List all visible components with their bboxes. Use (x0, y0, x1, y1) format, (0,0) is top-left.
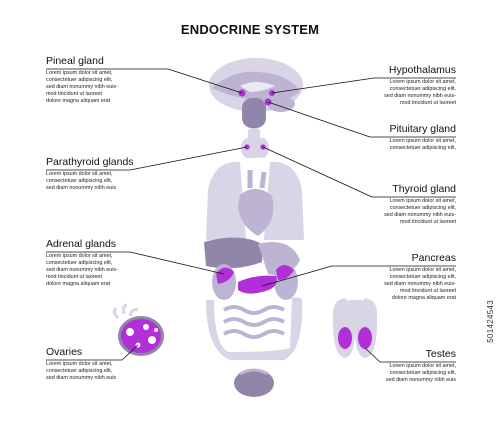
pineal-gland-title: Pineal gland (46, 55, 104, 67)
bladder (234, 369, 274, 397)
desc-line: Lorem ipsum dolor sit amet, (46, 253, 113, 259)
desc-line: mod tincidunt ut laoreet (46, 274, 103, 280)
hypothalamus-title: Hypothalamus (388, 64, 456, 76)
desc-line: consectetuer adipiscing elit, (389, 274, 456, 280)
desc-line: Lorem ipsum dolor sit amet, (389, 79, 456, 85)
thyroid-gland-title: Thyroid gland (392, 183, 456, 195)
adrenal-left-shape (216, 267, 234, 284)
label-parathyroid-glands: Parathyroid glands Lorem ipsum dolor sit… (46, 156, 166, 192)
label-hypothalamus: Hypothalamus Lorem ipsum dolor sit amet,… (336, 64, 456, 107)
desc-line: Lorem ipsum dolor sit amet, (389, 267, 456, 273)
pancreas-shape (238, 275, 277, 294)
label-thyroid-gland: Thyroid gland Lorem ipsum dolor sit amet… (336, 183, 456, 226)
parathyroid-glands-desc: Lorem ipsum dolor sit amet, consectetuer… (46, 171, 166, 192)
desc-line: sed diam nonummy nibh euis- (384, 212, 456, 218)
desc-line: mod tincidunt ut laoreet (46, 91, 103, 97)
desc-line: consectetuer adipiscing elit, (46, 368, 113, 374)
label-pineal-gland: Pineal gland Lorem ipsum dolor sit amet,… (46, 55, 166, 105)
desc-line: Lorem ipsum dolor sit amet, (389, 198, 456, 204)
adrenal-glands-title: Adrenal glands (46, 238, 117, 250)
desc-line: sed diam nonummy nibh euis (46, 375, 117, 381)
pituitary-gland-title: Pituitary gland (389, 123, 456, 135)
hypothalamus-desc: Lorem ipsum dolor sit amet, consectetuer… (336, 79, 456, 107)
stock-id-watermark: 501424543 (486, 300, 495, 343)
left-lung (206, 161, 246, 240)
desc-line: consectetuer adipiscing elit, (389, 370, 456, 376)
ovaries-title: Ovaries (46, 346, 83, 358)
desc-line: Lorem ipsum dolor sit amet, (46, 361, 113, 367)
label-adrenal-glands: Adrenal glands Lorem ipsum dolor sit ame… (46, 238, 166, 288)
page-title: ENDOCRINE SYSTEM (180, 22, 320, 37)
thyroid-shape (241, 138, 269, 158)
desc-line: sed diam nonummy nibh euis (46, 185, 117, 191)
pancreas-title: Pancreas (411, 252, 456, 264)
desc-line: sed diam nonummy nibh euis- (384, 93, 456, 99)
desc-line: consectetuer adipiscing elit, (389, 205, 456, 211)
testes-desc: Lorem ipsum dolor sit amet, consectetuer… (336, 363, 456, 384)
desc-line: Lorem ipsum dolor sit amet, (389, 363, 456, 369)
desc-line: consectetuer adipiscing elit, (389, 86, 456, 92)
desc-line: Lorem ipsum dolor sit amet, (46, 171, 113, 177)
liver (204, 237, 262, 269)
heart (238, 188, 274, 236)
label-pituitary-gland: Pituitary gland Lorem ipsum dolor sit am… (336, 123, 456, 152)
desc-line: sed diam nonummy nibh euis (385, 377, 456, 383)
desc-line: mod tincidunt ut laoreet (399, 100, 456, 106)
leader-lines (46, 68, 456, 363)
brain (209, 58, 303, 128)
desc-line: mod tincidunt ut laoreet (399, 219, 456, 225)
desc-line: sed diam nonummy nibh euis- (46, 267, 118, 273)
right-lung (264, 161, 304, 240)
testes-title: Testes (425, 348, 456, 360)
desc-line: consectetuer adipiscing elit, (389, 145, 456, 151)
pineal-gland-desc: Lorem ipsum dolor sit amet, consectetuer… (46, 70, 166, 105)
desc-line: consectetuer adipiscing elit, (46, 178, 113, 184)
desc-line: sed diam nonummy nibh euis- (384, 281, 456, 287)
pituitary-gland-desc: Lorem ipsum dolor sit amet, consectetuer… (336, 138, 456, 152)
desc-line: consectetuer adipiscing elit, (46, 77, 113, 83)
adrenal-glands-desc: Lorem ipsum dolor sit amet, consectetuer… (46, 253, 166, 288)
desc-line: Lorem ipsum dolor sit amet, (389, 138, 456, 144)
desc-line: dolore magna aliquam erat (391, 295, 456, 301)
ovary-shape (112, 303, 164, 356)
adrenal-right-shape (276, 265, 294, 280)
ovaries-desc: Lorem ipsum dolor sit amet, consectetuer… (46, 361, 166, 382)
label-testes: Testes Lorem ipsum dolor sit amet, conse… (336, 348, 456, 384)
label-ovaries: Ovaries Lorem ipsum dolor sit amet, cons… (46, 346, 166, 382)
desc-line: mod tincidunt ut laoreet (399, 288, 456, 294)
desc-line: consectetuer adipiscing elit, (46, 260, 113, 266)
intestines (206, 297, 303, 360)
desc-line: dolore magna aliquam erat (46, 281, 111, 287)
testes-shape (332, 298, 378, 358)
parathyroid-glands-title: Parathyroid glands (46, 156, 134, 168)
desc-line: dolore magna aliquam erat (46, 98, 111, 104)
thyroid-gland-desc: Lorem ipsum dolor sit amet, consectetuer… (336, 198, 456, 226)
desc-line: Lorem ipsum dolor sit amet, (46, 70, 113, 76)
pancreas-desc: Lorem ipsum dolor sit amet, consectetuer… (336, 267, 456, 302)
desc-line: sed diam nonummy nibh euis- (46, 84, 118, 90)
label-pancreas: Pancreas Lorem ipsum dolor sit amet, con… (336, 252, 456, 302)
